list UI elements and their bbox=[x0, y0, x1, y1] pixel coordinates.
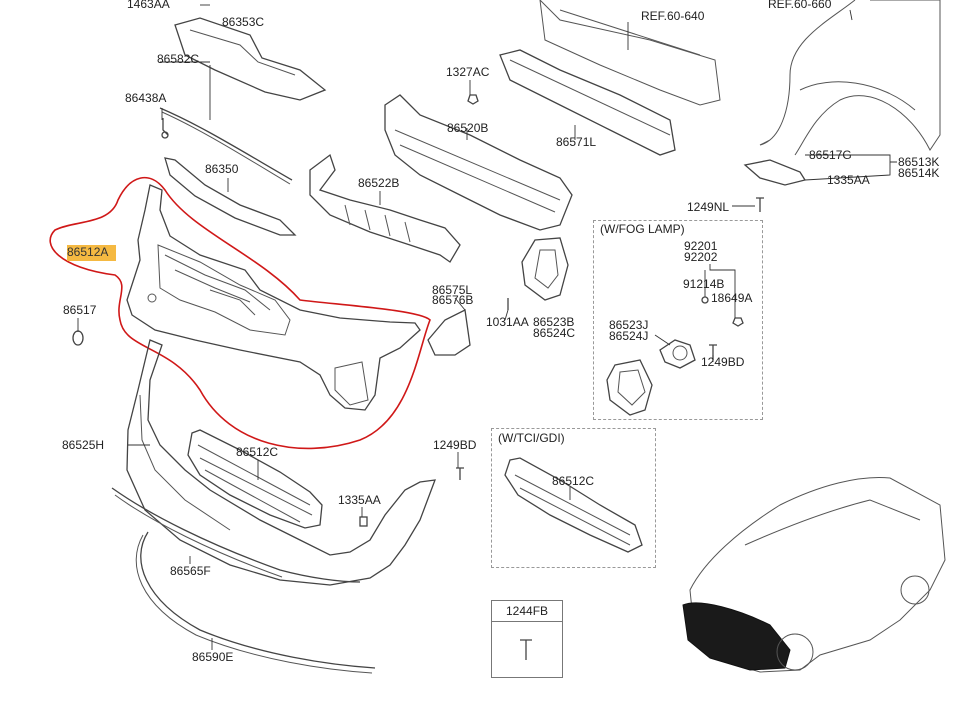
label-ref-60-660: REF.60-660 bbox=[768, 0, 832, 11]
part-86438a bbox=[162, 118, 169, 136]
label-1031aa: 1031AA bbox=[486, 315, 529, 329]
label-86438a: 86438A bbox=[125, 91, 167, 105]
part-1244fb-header bbox=[492, 601, 562, 622]
part-1327ac bbox=[467, 94, 479, 105]
part-92201 bbox=[659, 339, 696, 369]
ref-60-640-structure bbox=[539, 0, 721, 106]
label-1463aa: 1463AA bbox=[127, 0, 170, 11]
ref-60-660-fender bbox=[759, 0, 941, 156]
part-1249nl bbox=[756, 197, 764, 212]
label-86512c-a: 86512C bbox=[236, 445, 279, 459]
part-86350 bbox=[164, 157, 297, 236]
part-86512c-a bbox=[187, 429, 323, 529]
label-86520b: 86520B bbox=[447, 121, 489, 135]
part-86590e bbox=[140, 531, 376, 669]
label-86517g: 86517G bbox=[809, 148, 852, 162]
label-86513k: 86513K bbox=[898, 155, 940, 169]
label-1335aa-b: 1335AA bbox=[827, 173, 870, 187]
label-86525h: 86525H bbox=[62, 438, 105, 452]
part-86571l bbox=[499, 49, 676, 156]
fog-lamp-title: (W/FOG LAMP) bbox=[600, 222, 685, 236]
label-86524c: 86524C bbox=[533, 326, 576, 340]
tci-gdi-title: (W/TCI/GDI) bbox=[498, 431, 565, 445]
label-1244fb: 1244FB bbox=[506, 604, 549, 618]
label-86522b: 86522B bbox=[358, 176, 400, 190]
part-86353c bbox=[174, 17, 327, 101]
label-86524j: 86524J bbox=[609, 329, 649, 343]
part-86522b bbox=[309, 153, 461, 263]
label-1249bd-b: 1249BD bbox=[701, 355, 745, 369]
label-86571l: 86571L bbox=[556, 135, 597, 149]
part-86565f bbox=[111, 487, 361, 583]
vehicle-illustration bbox=[689, 477, 946, 673]
label-86575l: 86575L bbox=[432, 283, 473, 297]
label-1249nl: 1249NL bbox=[687, 200, 730, 214]
part-86523j bbox=[606, 359, 653, 416]
part-1335aa-a bbox=[359, 516, 368, 527]
label-1327ac: 1327AC bbox=[446, 65, 490, 79]
label-86350: 86350 bbox=[205, 162, 239, 176]
label-86517: 86517 bbox=[63, 303, 97, 317]
part-86512c-b bbox=[504, 457, 643, 553]
part-86525h bbox=[126, 339, 436, 586]
part-86575l bbox=[427, 309, 471, 356]
label-1249bd-a: 1249BD bbox=[433, 438, 477, 452]
part-86512a bbox=[126, 184, 421, 411]
label-92202: 92202 bbox=[684, 250, 718, 264]
label-86576b: 86576B bbox=[432, 293, 474, 307]
label-92201: 92201 bbox=[684, 239, 718, 253]
label-86353c: 86353C bbox=[222, 15, 265, 29]
label-91214b: 91214B bbox=[683, 277, 725, 291]
part-1244fb-box: 1244FB bbox=[491, 600, 563, 678]
part-1244fb bbox=[520, 639, 532, 660]
highlighted-part-number: 86512A bbox=[67, 245, 117, 261]
label-18649a: 18649A bbox=[711, 291, 753, 305]
label-86565f: 86565F bbox=[170, 564, 211, 578]
label-86582c: 86582C bbox=[157, 52, 200, 66]
label-1335aa-a: 1335AA bbox=[338, 493, 381, 507]
label-86512a: 86512A bbox=[67, 245, 117, 261]
label-86590e: 86590E bbox=[192, 650, 234, 664]
part-86523b bbox=[521, 237, 569, 301]
part-1249bd-a bbox=[456, 467, 464, 480]
annotation-outline bbox=[49, 176, 431, 450]
label-86512c-b: 86512C bbox=[552, 474, 595, 488]
fog-lamp-box: (W/FOG LAMP) bbox=[593, 220, 763, 420]
part-86517 bbox=[72, 330, 84, 346]
part-86582c bbox=[159, 107, 293, 181]
label-86523j: 86523J bbox=[609, 318, 649, 332]
part-86520b bbox=[384, 94, 573, 231]
label-86514k: 86514K bbox=[898, 166, 940, 180]
label-ref-60-640: REF.60-640 bbox=[641, 9, 705, 23]
label-86523b: 86523B bbox=[533, 315, 575, 329]
tci-gdi-box: (W/TCI/GDI) bbox=[491, 428, 656, 568]
part-86517g bbox=[743, 159, 807, 186]
